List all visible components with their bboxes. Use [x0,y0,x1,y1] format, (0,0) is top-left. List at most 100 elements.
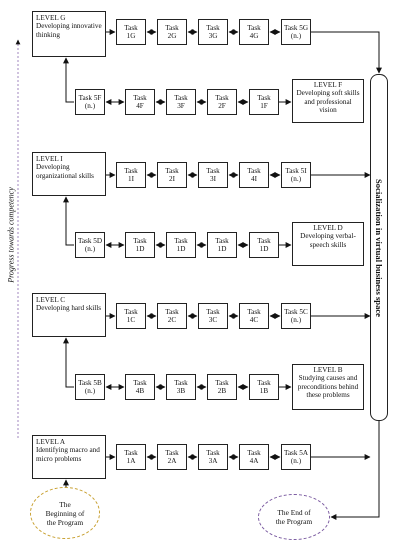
up-to-level-arrow [63,57,74,103]
task-title: Task [215,93,229,102]
task-id: 1D [217,245,227,253]
task-box-3g: Task 3G [198,19,228,45]
level-a-box: LEVEL A Identifying macro and micro prob… [32,435,106,479]
task-title: Task [247,307,261,316]
task-id: 4I [251,175,257,183]
task-box-1a: Task 1A [116,444,146,470]
task-box-5d: Task 5D(n.) [75,232,105,258]
task-id: 4F [136,102,144,110]
task-title: Task [165,307,179,316]
task-box-4c: Task 4C [239,303,269,329]
task-title: Task [124,23,138,32]
task-title: Task 5A [283,448,309,457]
level-d-title: LEVEL D [313,224,343,232]
task-title: Task [174,236,188,245]
task-box-5c: Task 5C(n.) [281,303,311,329]
task-id: 2A [167,457,177,465]
task-id: 1B [259,387,269,395]
task-id: 3B [176,387,186,395]
task-title: Task [257,93,271,102]
task-title: Task [165,166,179,175]
task-id: 4A [249,457,259,465]
task-box-1c: Task 1C [116,303,146,329]
task-title: Task [133,93,147,102]
task-title: Task [206,166,220,175]
task-box-3a: Task 3A [198,444,228,470]
level-f-desc: Developing soft skills and professional … [296,89,360,115]
level-d-box: LEVEL D Developing verbal-speech skills [292,222,364,266]
level-b-title: LEVEL B [313,366,343,374]
to-socialization-arrow [311,31,382,74]
task-box-1i: Task 1I [116,162,146,188]
task-box-2i: Task 2I [157,162,187,188]
task-box-2f: Task 2F [207,89,237,115]
task-box-4g: Task 4G [239,19,269,45]
task-box-1d: Task 1D [166,232,196,258]
task-box-4i: Task 4I [239,162,269,188]
task-box-5i: Task 5I(n.) [281,162,311,188]
task-title: Task [247,23,261,32]
level-c-box: LEVEL C Developing hard skills [32,293,106,337]
task-title: Task [165,23,179,32]
task-id: (n.) [290,32,302,40]
task-id: 2F [218,102,226,110]
start-line-2: Beginning of [45,508,85,518]
task-id: 2C [167,316,177,324]
task-box-3f: Task 3F [166,89,196,115]
task-box-5f: Task 5F(n.) [75,89,105,115]
task-id: 2B [217,387,227,395]
task-id: 3I [210,175,216,183]
level-d-desc: Developing verbal-speech skills [300,232,356,249]
task-box-1d: Task 1D [125,232,155,258]
socialization-bar [370,74,388,421]
start-line-3: the Program [46,517,84,527]
task-box-2g: Task 2G [157,19,187,45]
task-id: 2I [169,175,175,183]
task-id: 1D [176,245,186,253]
task-box-2c: Task 2C [157,303,187,329]
task-id: (n.) [84,102,96,110]
task-title: Task [247,448,261,457]
task-id: 1C [126,316,136,324]
task-id: (n.) [290,457,302,465]
task-box-3c: Task 3C [198,303,228,329]
level-i-title: LEVEL I [36,155,63,163]
task-title: Task 5B [78,378,102,387]
level-c-title: LEVEL C [36,296,66,304]
level-a-desc: Identifying macro and micro problems [36,446,100,463]
task-box-4a: Task 4A [239,444,269,470]
level-c-desc: Developing hard skills [36,304,102,313]
level-g-desc: Developing innovative thinking [36,22,102,39]
program-end-ellipse: The End of the Program [258,494,330,540]
task-id: 1F [260,102,268,110]
to-end-arrow [330,421,380,520]
start-line-1: The [59,499,71,509]
task-id: (n.) [290,316,302,324]
level-a-title: LEVEL A [36,438,66,446]
task-box-4f: Task 4F [125,89,155,115]
task-title: Task [165,448,179,457]
task-title: Task [124,448,138,457]
level-f-box: LEVEL F Developing soft skills and profe… [292,79,364,123]
socialization-label: Socialization in virtual business space [374,179,384,317]
task-title: Task [174,378,188,387]
end-line-1: The End of [277,508,311,517]
program-start-ellipse: The Beginning of the Program [30,487,100,539]
task-title: Task [257,378,271,387]
level-b-desc: Studying causes and preconditions behind… [297,374,359,400]
task-title: Task [206,448,220,457]
task-box-1b: Task 1B [249,374,279,400]
task-title: Task [133,236,147,245]
task-box-5a: Task 5A(n.) [281,444,311,470]
task-box-4b: Task 4B [125,374,155,400]
task-title: Task [257,236,271,245]
task-title: Task [247,166,261,175]
task-title: Task [215,378,229,387]
task-id: 4B [135,387,145,395]
task-box-2b: Task 2B [207,374,237,400]
level-i-desc: Developing organizational skills [36,163,94,180]
task-title: Task [215,236,229,245]
task-box-5g: Task 5G(n.) [281,19,311,45]
task-title: Task [124,166,138,175]
